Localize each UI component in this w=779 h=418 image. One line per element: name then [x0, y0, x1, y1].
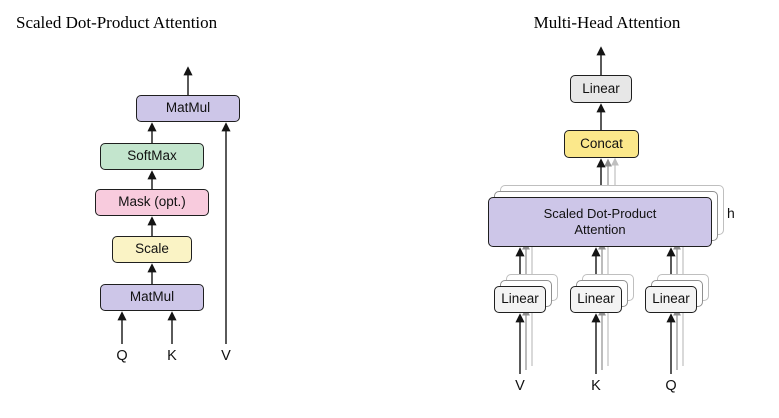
mask-box: Mask (opt.) — [95, 189, 209, 216]
heads-count-label: h — [727, 205, 735, 221]
softmax-box: SoftMax — [100, 143, 204, 170]
right-diagram-title: Multi-Head Attention — [533, 13, 681, 32]
matmul-top-box: MatMul — [136, 95, 240, 122]
input-label-k-left: K — [167, 348, 177, 364]
linear-q-box: Linear — [645, 286, 697, 313]
left-diagram-title: Scaled Dot-Product Attention — [16, 13, 218, 32]
scaled-dot-product-attention-box: Scaled Dot-Product Attention — [488, 197, 712, 247]
attention-box-label: Scaled Dot-Product Attention — [543, 205, 657, 237]
matmul-bottom-box: MatMul — [100, 284, 204, 311]
input-label-v-left: V — [221, 348, 231, 364]
scale-box: Scale — [112, 236, 192, 263]
input-label-q-left: Q — [116, 348, 128, 364]
input-label-k-right: K — [591, 378, 601, 394]
linear-output-box: Linear — [570, 75, 632, 103]
input-label-v-right: V — [515, 378, 525, 394]
linear-v-box: Linear — [494, 286, 546, 313]
concat-box: Concat — [564, 130, 639, 158]
linear-k-box: Linear — [570, 286, 622, 313]
input-label-q-right: Q — [665, 378, 677, 394]
